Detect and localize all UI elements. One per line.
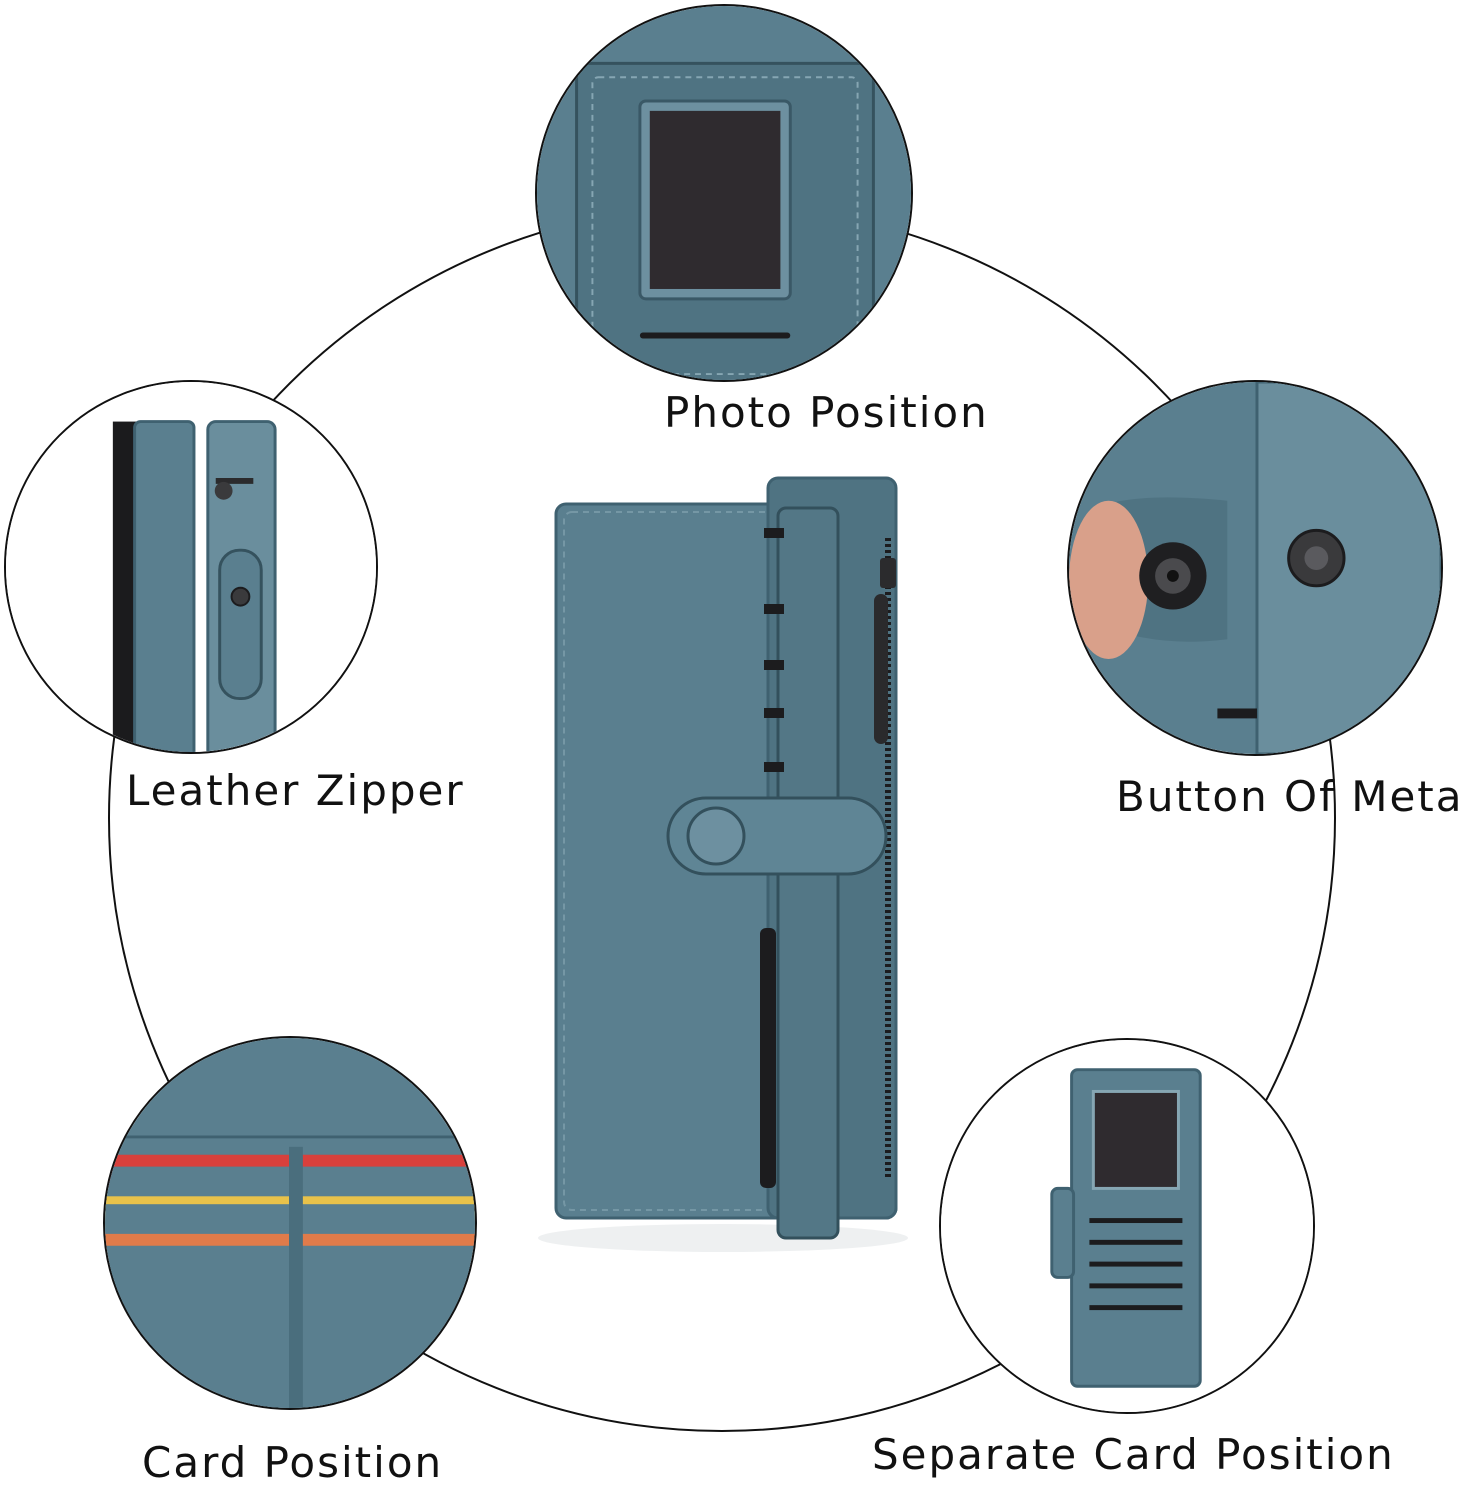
leather-zipper-bubble [4,380,378,754]
card-position-label: Card Position [142,1438,444,1487]
zipper-image [6,382,376,752]
card-position-bubble [103,1036,477,1410]
wallet-image [538,476,908,1252]
leather-zipper-label: Leather Zipper [126,766,465,815]
photo-window-image [537,6,911,380]
button-of-metal-bubble [1067,380,1443,756]
card-holder-image [941,1040,1313,1412]
metal-button-image [1069,382,1441,754]
separate-card-position-bubble [939,1038,1315,1414]
photo-position-bubble [535,4,913,382]
separate-card-position-label: Separate Card Position [872,1430,1395,1479]
photo-position-label: Photo Position [664,388,989,437]
card-slots-image [105,1038,475,1408]
button-of-metal-label: Button Of Metal [1116,772,1458,821]
